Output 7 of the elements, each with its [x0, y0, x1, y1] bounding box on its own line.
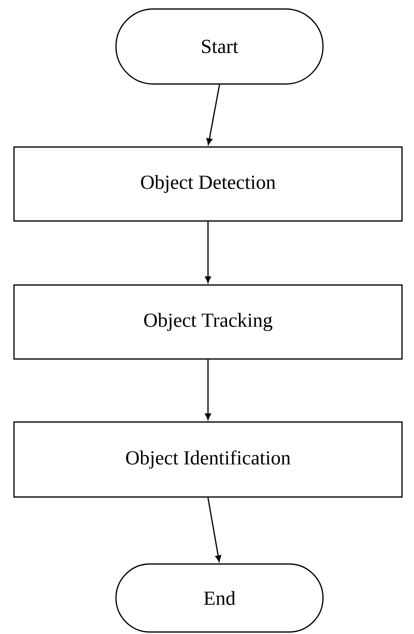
- process-box: Object Tracking: [13, 284, 403, 360]
- arrow: [205, 222, 211, 283]
- process-box: Object Identification: [13, 421, 403, 498]
- arrow: [207, 498, 222, 562]
- arrow: [205, 360, 211, 420]
- arrow: [206, 84, 220, 145]
- process-box: Object Detection: [13, 146, 403, 222]
